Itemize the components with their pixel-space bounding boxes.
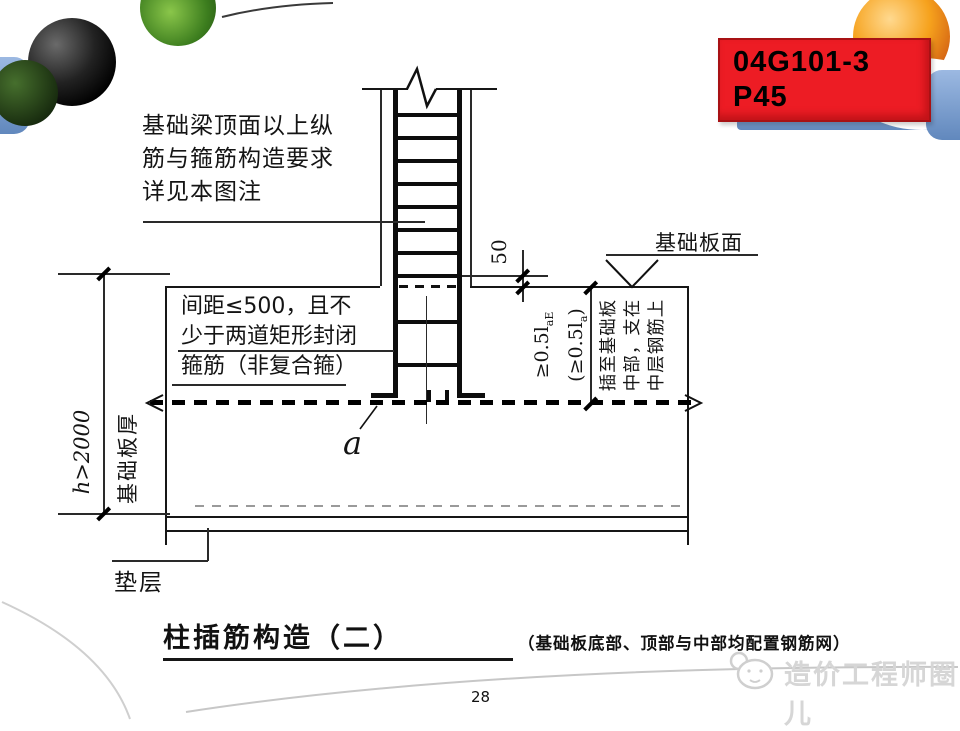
offset-dim-value: 50: [487, 239, 511, 265]
caption-subtitle: （基础板底部、顶部与中部均配置钢筋网）: [518, 634, 851, 653]
column-break-zigzag: [405, 65, 438, 110]
code-reference-line1: 04G101-3: [733, 46, 870, 78]
page-number: 28: [471, 688, 491, 706]
anchor-dim-value: ≥0.5laE (≥0.5la): [529, 270, 590, 420]
code-reference-line2: P45: [733, 80, 788, 113]
slab-thickness-label: 基础板厚: [116, 412, 140, 504]
cushion-label: 垫层: [114, 570, 164, 596]
slab-top-line-right: [470, 286, 688, 288]
anchor-note-line3: 中层钢筋上: [647, 298, 667, 392]
middle-bar-hook-1: [427, 390, 431, 402]
anchor-note-line2: 中部，支在: [623, 298, 643, 392]
column-tie: [393, 182, 462, 186]
column-tie: [393, 228, 462, 232]
column-bar-foot-left: [371, 393, 398, 398]
slab-thickness-value: h>2000: [70, 409, 94, 495]
point-a-leader: [359, 405, 378, 430]
slab-right-edge: [687, 286, 689, 545]
stirrup-note-leader-2: [172, 384, 346, 386]
slab-surface-leader: [606, 254, 758, 256]
left-dim-extension-top: [58, 273, 170, 275]
offset-dim-extension: [462, 275, 548, 277]
slab-bottom-line: [165, 516, 689, 518]
point-a-label: a: [343, 424, 363, 462]
bottom-rebar-layer-line: [195, 505, 688, 507]
column-tie: [393, 274, 462, 278]
column-tie: [393, 136, 462, 140]
column-bar-foot-right: [457, 393, 485, 398]
column-tie: [393, 251, 462, 255]
top-note-leader: [143, 221, 425, 223]
slab-top-line-left: [165, 286, 380, 288]
top-note-line1: 基础梁顶面以上纵: [142, 113, 334, 139]
closed-stirrup-1: [393, 320, 462, 324]
column-outline-left: [380, 88, 382, 286]
blue-band-right-end: [926, 70, 960, 140]
column-tie: [393, 113, 462, 117]
stirrup-note-leader-1: [178, 350, 394, 352]
anchor-note-line1: 插至基础板: [599, 298, 619, 392]
stirrup-note-line2: 少于两道矩形封闭: [181, 324, 358, 349]
code-reference-box: 04G101-3 P45: [718, 38, 931, 122]
anchor-dim-line2: (≥0.5la): [564, 308, 590, 382]
dark-green-sphere-decoration: [0, 60, 58, 126]
column-tie: [393, 159, 462, 163]
anchor-dim-line: [590, 287, 592, 404]
hidden-slab-line-in-column: [399, 285, 457, 288]
middle-rebar-layer-line: [150, 400, 698, 405]
column-bar-left: [393, 90, 398, 393]
caption-title: 柱插筋构造（二）: [163, 623, 403, 654]
cushion-leader-horizontal: [112, 560, 208, 562]
column-bar-right: [457, 90, 462, 393]
middle-bar-hook-2: [445, 390, 449, 402]
left-dim-line: [103, 273, 105, 513]
column-centerline: [426, 296, 427, 424]
stirrup-note: 间距≤500，且不 少于两道矩形封闭 箍筋（非复合箍）: [181, 292, 357, 382]
stirrup-note-line3: 箍筋（非复合箍）: [181, 354, 358, 379]
top-arc-decoration: [221, 2, 334, 18]
column-break-line-right: [436, 88, 497, 90]
column-break-line-left: [362, 88, 408, 90]
cushion-leader-vertical: [207, 528, 209, 561]
top-note: 基础梁顶面以上纵 筋与箍筋构造要求 详见本图注: [142, 110, 334, 209]
top-note-line2: 筋与箍筋构造要求: [142, 146, 334, 172]
bottom-left-arc: [1, 601, 131, 720]
top-note-line3: 详见本图注: [142, 179, 262, 205]
watermark-mascot-icon: [729, 651, 774, 690]
caption-underline: [163, 658, 513, 661]
column-outline-right: [470, 88, 472, 286]
stirrup-note-line1: 间距≤500，且不: [181, 294, 352, 319]
slab-surface-label: 基础板面: [655, 231, 743, 255]
cushion-top-line: [165, 530, 689, 532]
left-dim-extension-bottom: [58, 513, 170, 515]
slab-left-edge: [165, 286, 167, 545]
watermark-text: 造价工程师圈儿: [784, 660, 958, 730]
anchor-dim-line1: ≥0.5laE: [531, 311, 556, 379]
closed-stirrup-2: [393, 363, 462, 367]
green-sphere-decoration: [140, 0, 216, 46]
anchor-note-vertical: 插至基础板 中部，支在 中层钢筋上: [597, 281, 669, 409]
column-tie: [393, 205, 462, 209]
